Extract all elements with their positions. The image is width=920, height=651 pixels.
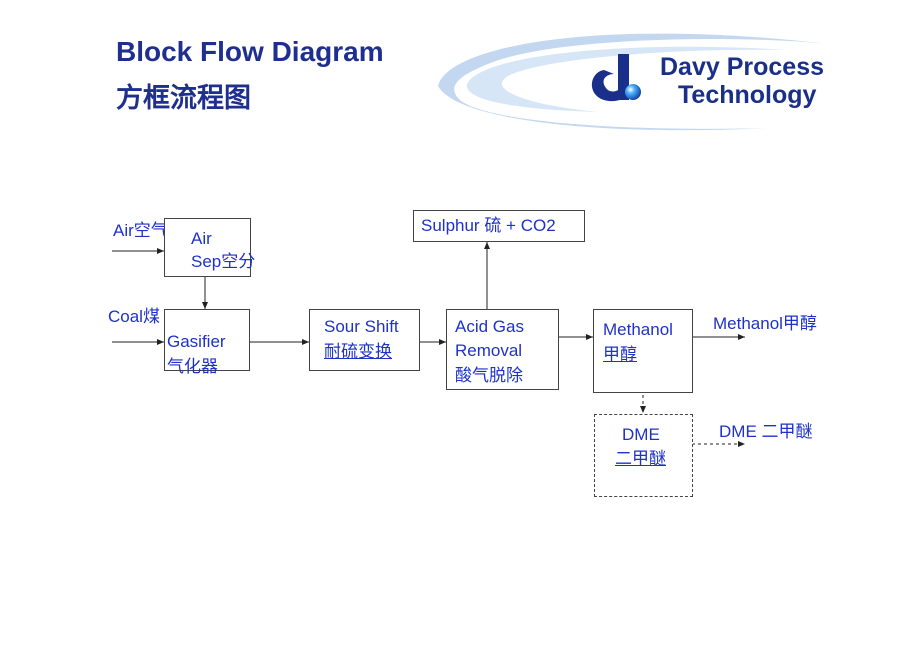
sulphur-co2-block <box>413 210 585 242</box>
dme-label-line1: DME <box>622 425 660 444</box>
logo-ball-icon <box>625 84 641 100</box>
logo-bar-icon <box>618 54 629 100</box>
sour-shift-block <box>309 309 420 371</box>
sulphur-co2-label: Sulphur 硫 + CO2 <box>421 216 556 235</box>
methanol-block <box>593 309 693 393</box>
methanol-output-label: Methanol甲醇 <box>713 314 817 333</box>
air-input-label: Air空气 <box>113 221 168 240</box>
sour-shift-label-line1: Sour Shift <box>324 317 399 336</box>
gasifier-block <box>164 309 250 371</box>
dme-output-label: DME 二甲醚 <box>719 422 813 441</box>
methanol-label-line1: Methanol <box>603 320 673 339</box>
acid-gas-removal-block <box>446 309 559 390</box>
methanol-label-line2: 甲醇 <box>603 345 637 364</box>
logo-text-line2: Technology <box>678 81 817 109</box>
air-sep-label-line1: Air <box>191 229 212 248</box>
page-subtitle: 方框流程图 <box>116 83 251 114</box>
gasifier-label-line2: 气化器 <box>167 357 218 376</box>
sour-shift-label-line2: 耐硫变换 <box>324 342 392 361</box>
davy-logo-swoosh <box>438 33 828 131</box>
acid-gas-label-line2: Removal <box>455 341 523 360</box>
coal-input-label: Coal煤 <box>108 307 160 326</box>
page-title: Block Flow Diagram <box>116 36 384 67</box>
acid-gas-label-line3: 酸气脱除 <box>455 366 523 385</box>
dme-block <box>594 414 693 497</box>
air-sep-block <box>164 218 251 277</box>
acid-gas-label-line1: Acid Gas <box>455 317 524 336</box>
air-sep-label-line2: Sep空分 <box>191 252 256 271</box>
gasifier-label-line1: Gasifier <box>167 332 226 351</box>
logo-text-line1: Davy Process <box>660 53 825 81</box>
dme-label-line2: 二甲醚 <box>615 449 666 468</box>
